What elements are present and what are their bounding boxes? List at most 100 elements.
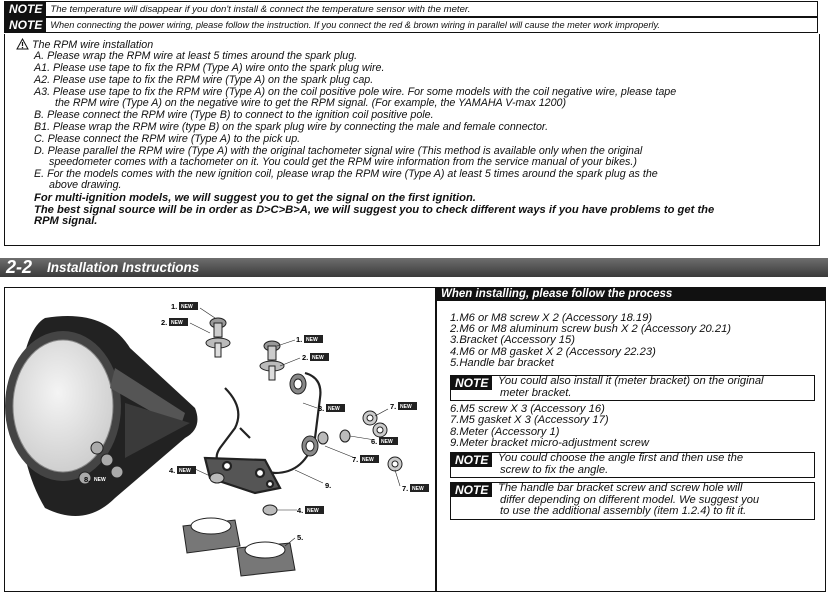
section-number: 2-2 [6,257,33,277]
note-line: screw to fix the angle. [500,463,609,476]
rpm-bold-1: For multi-ignition models, we will sugge… [34,192,476,204]
parts-list-item: 3.Bracket (Accessory 15) [450,334,575,346]
svg-text:3.: 3. [318,404,324,413]
svg-text:NEW: NEW [312,355,324,361]
rpm-line-a1: A1. Please use tape to fix the RPM (Type… [34,62,385,74]
note-text: The temperature will disappear if you do… [50,3,471,15]
note-angle: NOTE You could choose the angle first an… [450,452,815,478]
note-line: You could also install it (meter bracket… [498,375,764,387]
svg-text:1.: 1. [296,335,302,344]
note-temperature: NOTE The temperature will disappear if y… [4,1,818,17]
svg-text:NEW: NEW [171,320,183,326]
part-label-4b: 4. NEW [297,506,324,515]
note-tag: NOTE [451,483,493,497]
svg-text:5.: 5. [297,533,303,542]
part-label-8: 8. NEW [84,475,111,484]
svg-text:NEW: NEW [328,406,340,412]
svg-text:NEW: NEW [307,508,319,514]
svg-text:NEW: NEW [362,457,374,463]
note-tag: NOTE [5,18,47,32]
part-label-1b: 1. NEW [296,335,323,344]
rpm-line-a3-cont: the RPM wire (Type A) on the negative wi… [55,97,567,109]
part-label-9: 9. [325,481,331,490]
gaskets-drawing [289,373,403,472]
note-tag: NOTE [5,2,47,16]
svg-text:NEW: NEW [179,468,191,474]
rpm-line-d: D. Please parallel the RPM wire (Type A)… [34,145,643,157]
rpm-bold-3: RPM signal. [34,215,98,227]
rpm-line-e: E. For the models comes with the new ign… [34,168,658,180]
exploded-view-drawing: 1. NEW 2. NEW 1. NEW 2. NEW 3. NEW 7. NE… [5,302,429,577]
handlebar-bracket-drawing [182,517,296,577]
note-handlebar-screw: NOTE The handle bar bracket screw and sc… [450,482,815,520]
svg-text:2.: 2. [302,353,308,362]
rpm-bold-2: The best signal source will be in order … [34,204,715,216]
svg-text:4.: 4. [297,506,303,515]
install-process-box: When installing, please follow the proce… [436,287,826,592]
note-original-bracket: NOTE You could also install it (meter br… [450,375,815,401]
svg-text:2.: 2. [161,318,167,327]
note-text: You could also install it (meter bracket… [498,375,764,399]
section-header: 2-2 Installation Instructions [0,257,828,277]
svg-text:1.: 1. [171,302,177,311]
svg-text:4.: 4. [169,466,175,475]
rpm-line-c: C. Please connect the RPM wire (Type A) … [34,133,301,145]
rpm-line-e-cont: above drawing. [49,179,122,191]
svg-text:7.: 7. [352,455,358,464]
svg-text:7.: 7. [390,402,396,411]
note-line: You could choose the angle first and the… [498,452,744,464]
parts-list-item: 1.M6 or M8 screw X 2 (Accessory 18.19) [450,312,653,324]
rpm-line-a3: A3. Please use tape to fix the RPM wire … [34,86,677,98]
note-text: When connecting the power wiring, please… [50,20,660,30]
rpm-line-a: A. Please wrap the RPM wire at least 5 t… [34,50,358,62]
part-label-3: 3. NEW [318,404,345,413]
section-title: Installation Instructions [47,260,200,275]
part-label-7a: 7. NEW [390,402,417,411]
parts-list-item: 9.Meter bracket micro-adjustment screw [450,437,649,449]
parts-list-item: 4.M6 or M8 gasket X 2 (Accessory 22.23) [450,346,656,358]
part-label-7c: 7. NEW [402,484,429,493]
note-power-wiring: NOTE When connecting the power wiring, p… [4,17,818,33]
rpm-line-b1: B1. Please wrap the RPM wire (type B) on… [34,121,549,133]
parts-list-item: 5.Handle bar bracket [450,357,554,369]
note-text: You could choose the angle first and the… [498,452,744,476]
meter-drawing [5,316,198,516]
bracket-drawing [203,371,322,495]
rpm-line-b: B. Please connect the RPM wire (Type B) … [34,109,434,121]
part-label-4a: 4. NEW [169,466,196,475]
installation-diagram: 1. NEW 2. NEW 1. NEW 2. NEW 3. NEW 7. NE… [4,287,436,592]
note-line: The handle bar bracket screw and screw h… [498,482,743,494]
svg-text:NEW: NEW [306,337,318,343]
part-label-2a: 2. NEW [161,318,188,327]
part-label-1a: 1. NEW [171,302,198,311]
svg-text:NEW: NEW [412,486,424,492]
svg-text:NEW: NEW [381,439,393,445]
part-label-2b: 2. NEW [302,353,329,362]
rpm-line-d-cont: speedometer comes with a tachometer on i… [49,156,637,168]
note-line: to use the additional assembly (item 1.2… [500,505,747,518]
svg-text:6.: 6. [371,437,377,446]
rpm-line-a2: A2. Please use tape to fix the RPM wire … [34,74,374,86]
part-label-7b: 7. NEW [352,455,379,464]
rpm-heading: The RPM wire installation [32,39,154,51]
rpm-wire-installation-box: The RPM wire installation A. Please wrap… [4,34,820,246]
screws-drawing [205,317,285,516]
part-label-5: 5. [297,533,303,542]
note-line: meter bracket. [500,386,572,399]
parts-list-item: 8.Meter (Accessory 1) [450,426,560,438]
svg-text:8.: 8. [84,475,90,484]
svg-text:NEW: NEW [400,404,412,410]
process-title: When installing, please follow the proce… [437,288,825,301]
parts-list-item: 2.M6 or M8 aluminum screw bush X 2 (Acce… [450,323,732,335]
part-label-6: 6. NEW [371,437,398,446]
note-text: The handle bar bracket screw and screw h… [498,482,760,518]
svg-text:NEW: NEW [94,477,106,483]
svg-text:7.: 7. [402,484,408,493]
note-line: differ depending on different model. We … [500,493,760,506]
parts-list-item: 7.M5 gasket X 3 (Accessory 17) [450,414,609,426]
warning-icon [16,38,29,50]
note-tag: NOTE [451,453,493,467]
svg-text:NEW: NEW [181,304,193,310]
svg-text:9.: 9. [325,481,331,490]
note-tag: NOTE [451,376,493,390]
